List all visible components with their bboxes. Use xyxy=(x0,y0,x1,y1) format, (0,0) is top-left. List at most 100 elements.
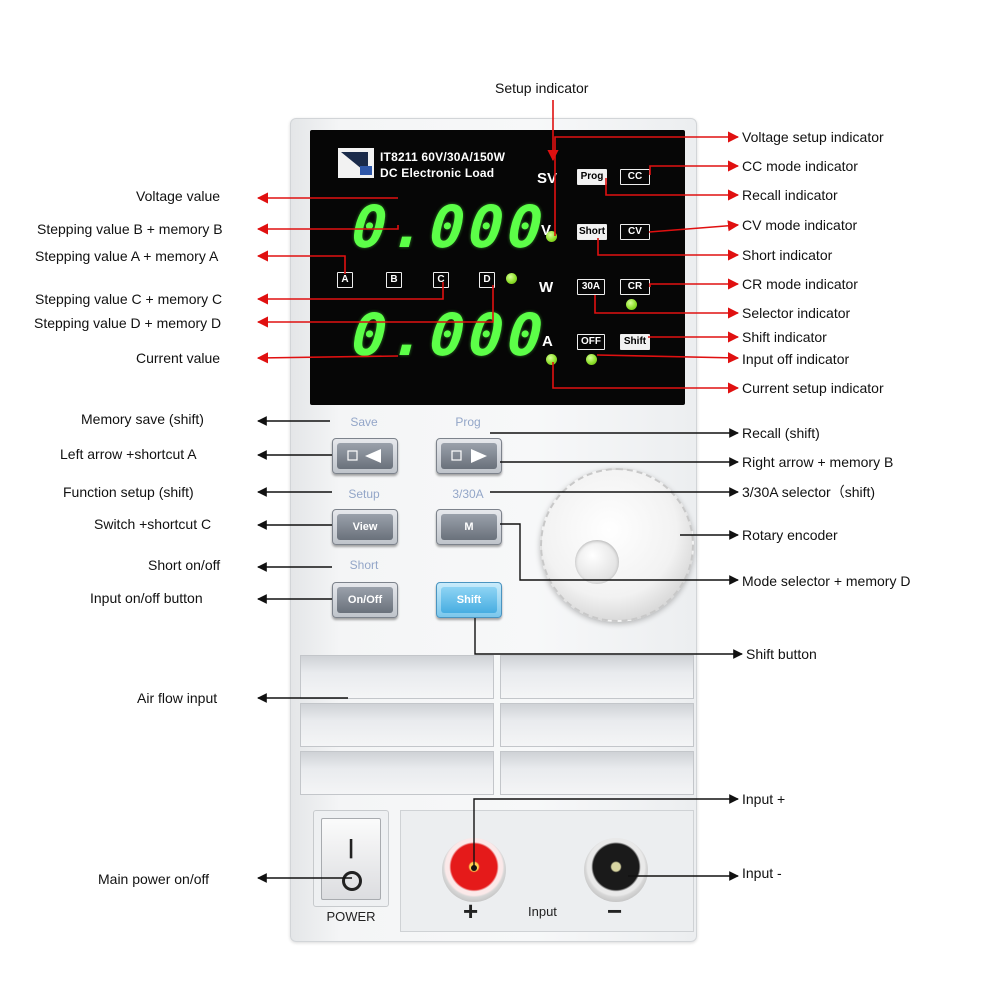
air-vent-slot xyxy=(500,751,694,795)
prog-key-label: Prog xyxy=(455,415,481,429)
label-cr-mode-indicator: CR mode indicator xyxy=(742,276,858,292)
leader-input-plus xyxy=(473,794,739,868)
label-short-indicator: Short indicator xyxy=(742,247,833,263)
left-arrow-button[interactable] xyxy=(332,438,398,474)
leader-input-off xyxy=(596,352,740,364)
current-setup-led xyxy=(546,354,557,365)
label-stepping-d: Stepping value D + memory D xyxy=(34,315,222,331)
leader-stepping-c xyxy=(256,282,444,305)
air-vent-slot xyxy=(500,703,694,747)
power-label: POWER xyxy=(326,909,376,924)
air-vent-slot xyxy=(300,655,494,699)
prog-indicator: Prog xyxy=(577,169,607,185)
label-recall-shift: Recall (shift) xyxy=(742,425,820,441)
setup-key-label: Setup xyxy=(348,487,380,501)
rotary-encoder-knob[interactable] xyxy=(540,468,694,622)
power-rocker-switch[interactable]: | xyxy=(321,818,381,900)
cc-mode-indicator: CC xyxy=(620,169,650,185)
voltage-setup-led xyxy=(546,231,557,242)
shift-key-face: Shift xyxy=(441,587,497,613)
label-shift-indicator: Shift indicator xyxy=(742,329,827,345)
unit-v: V xyxy=(541,222,552,239)
view-button[interactable]: View xyxy=(332,509,398,545)
label-stepping-c: Stepping value C + memory C xyxy=(35,291,223,307)
unit-sv: SV xyxy=(537,170,558,187)
label-switch-shortcut-c: Switch +shortcut C xyxy=(94,516,212,532)
leader-short xyxy=(597,238,740,261)
label-setup-indicator: Setup indicator xyxy=(495,80,589,96)
shift-button[interactable]: Shift xyxy=(436,582,502,618)
label-3-30a-selector: 3/30A selector（shift) xyxy=(742,484,876,500)
leader-current-value xyxy=(256,352,399,364)
label-left-arrow: Left arrow +shortcut A xyxy=(60,446,197,462)
unit-w: W xyxy=(539,279,554,296)
brand-logo-icon xyxy=(338,148,374,178)
label-right-arrow: Right arrow + memory B xyxy=(742,454,894,470)
selector-led xyxy=(626,299,637,310)
shift-indicator: Shift xyxy=(620,334,650,350)
leader-mode-selector xyxy=(500,523,739,585)
knob-dimple xyxy=(575,540,619,584)
negative-terminal[interactable] xyxy=(584,838,648,902)
air-vent-slot xyxy=(500,655,694,699)
leader-stepping-a xyxy=(256,250,346,274)
range-30a-indicator: 30A xyxy=(577,279,605,295)
save-key-label: Save xyxy=(350,415,378,429)
label-voltage-setup-indicator: Voltage setup indicator xyxy=(742,129,884,145)
memory-d-led xyxy=(506,273,517,284)
label-current-value: Current value xyxy=(136,350,221,366)
mode-key-face: M xyxy=(441,514,497,540)
leader-stepping-b xyxy=(256,223,399,235)
leader-recall xyxy=(605,178,740,201)
label-mode-selector: Mode selector + memory D xyxy=(742,573,911,589)
label-main-power: Main power on/off xyxy=(98,871,210,887)
label-rotary-encoder: Rotary encoder xyxy=(742,527,838,543)
short-key-label: Short xyxy=(349,558,379,572)
left-arrow-icon xyxy=(337,443,393,469)
minus-sign: − xyxy=(607,896,623,926)
input-label: Input xyxy=(528,904,557,919)
label-recall-indicator: Recall indicator xyxy=(742,187,838,203)
input-onoff-button[interactable]: On/Off xyxy=(332,582,398,618)
label-cv-mode-indicator: CV mode indicator xyxy=(742,217,858,233)
onoff-key-face: On/Off xyxy=(337,587,393,613)
mode-button[interactable]: M xyxy=(436,509,502,545)
short-indicator: Short xyxy=(577,224,607,240)
label-memory-save: Memory save (shift) xyxy=(81,411,204,427)
rocker-off-mark-icon xyxy=(342,871,362,891)
label-current-setup-indicator: Current setup indicator xyxy=(742,380,884,396)
air-vent-slot xyxy=(300,751,494,795)
air-vent-slot xyxy=(300,703,494,747)
leader-shift-button xyxy=(474,618,743,659)
leader-voltage-setup xyxy=(554,131,740,236)
label-input-minus: Input - xyxy=(742,865,782,881)
plus-sign: + xyxy=(463,896,479,926)
rocker-on-mark: | xyxy=(348,837,354,859)
product-text: DC Electronic Load xyxy=(380,166,495,180)
label-input-off-indicator: Input off indicator xyxy=(742,351,850,367)
right-arrow-button[interactable] xyxy=(436,438,502,474)
memory-c-indicator: C xyxy=(433,272,449,288)
label-cc-mode-indicator: CC mode indicator xyxy=(742,158,858,174)
label-shift-button: Shift button xyxy=(746,646,817,662)
label-input-plus: Input + xyxy=(742,791,786,807)
memory-d-indicator: D xyxy=(479,272,495,288)
label-selector-indicator: Selector indicator xyxy=(742,305,851,321)
memory-b-indicator: B xyxy=(386,272,402,288)
range-key-label: 3/30A xyxy=(452,487,484,501)
leader-cv-mode xyxy=(648,220,740,233)
label-voltage-value: Voltage value xyxy=(136,188,221,204)
label-stepping-a: Stepping value A + memory A xyxy=(35,248,219,264)
label-stepping-b: Stepping value B + memory B xyxy=(37,221,223,237)
right-arrow-icon xyxy=(441,443,497,469)
label-air-flow-input: Air flow input xyxy=(137,690,218,706)
leader-cc-mode xyxy=(649,160,740,175)
label-input-onoff-button: Input on/off button xyxy=(90,590,203,606)
unit-a: A xyxy=(542,333,553,350)
off-indicator: OFF xyxy=(577,334,605,350)
leader-cr-mode xyxy=(649,278,740,290)
input-off-led xyxy=(586,354,597,365)
label-function-setup: Function setup (shift) xyxy=(63,484,194,500)
leader-current-setup xyxy=(552,362,740,394)
view-key-face: View xyxy=(337,514,393,540)
